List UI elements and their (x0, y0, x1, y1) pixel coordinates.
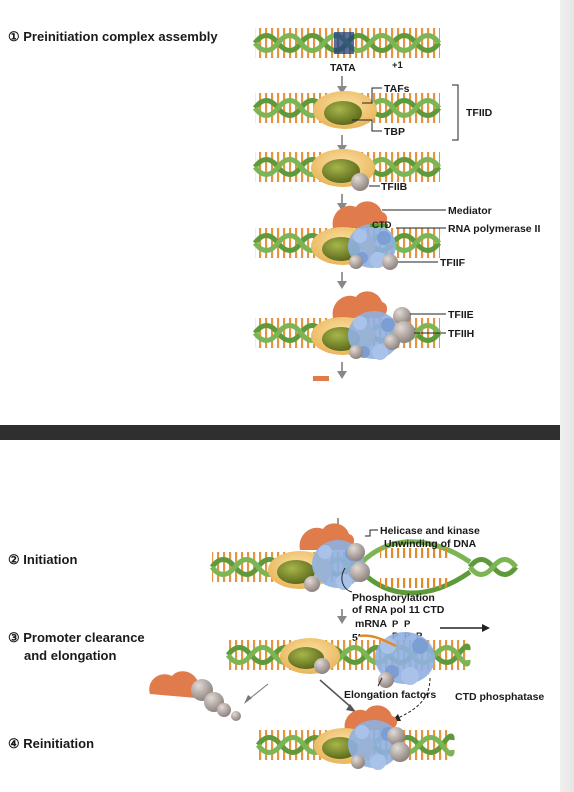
tfiid-bracket (452, 84, 459, 141)
tfiie-label: TFIIE (448, 309, 474, 321)
phospho-label-line1: Phosphorylation (352, 592, 435, 604)
tfiib-shape (351, 173, 369, 191)
phosphate-label-1: P (392, 619, 399, 630)
arrow-down-icon (337, 203, 347, 211)
tfiif-shape (382, 254, 398, 270)
initiation-diagram: ② Initiation ③ Promoter clearance and el… (8, 518, 544, 770)
arrow-down-icon (337, 145, 347, 153)
tfiif-label: TFIIF (440, 257, 466, 269)
rna-polymerase-label: RNA polymerase II (448, 223, 540, 235)
phosphate-label-2: P (404, 619, 411, 630)
step3-title-line2: and elongation (24, 648, 117, 663)
mediator-shape (332, 201, 388, 228)
arrow-down-icon (337, 281, 347, 289)
ctd-label: CTD (372, 220, 392, 231)
arrow-down-icon (337, 371, 347, 379)
phospho-label-line2: of RNA pol 11 CTD (352, 604, 445, 616)
dna-helix-row1 (252, 28, 442, 58)
mrna-label: mRNA (355, 618, 388, 630)
tata-label: TATA (330, 62, 356, 74)
step4-title: ④ Reinitiation (8, 736, 94, 751)
panel-preinitiation: ① Preinitiation complex assembly TATA +1… (0, 0, 560, 381)
arrow-right-icon (482, 624, 490, 632)
rna-polymerase-elongating (359, 632, 435, 685)
panel-initiation: ② Initiation ③ Promoter clearance and el… (0, 440, 560, 792)
released-factors (149, 671, 241, 721)
helicase-label-line2: Unwinding of DNA (384, 538, 477, 550)
ctd-phosphatase-label: CTD phosphatase (455, 691, 544, 703)
five-prime-label: 5′ (352, 632, 361, 644)
preinitiation-diagram: ① Preinitiation complex assembly TATA +1… (8, 28, 540, 381)
page-edge-strip (560, 0, 574, 792)
tfiid-label: TFIID (466, 107, 493, 119)
helicase-label-line1: Helicase and kinase (380, 525, 480, 537)
tbp-shape (324, 101, 362, 125)
step3-title-line1: ③ Promoter clearance (8, 630, 145, 645)
elongation-factor-shape (378, 672, 394, 688)
plus1-label: +1 (392, 60, 404, 71)
elongation-factors-label: Elongation factors (344, 689, 436, 701)
panel-divider (0, 425, 574, 440)
tfiib-label: TFIIB (381, 181, 408, 193)
step2-title: ② Initiation (8, 552, 77, 567)
arrow-down-icon (337, 86, 347, 94)
tfiie-shape (393, 307, 411, 325)
tfiih-label: TFIIH (448, 328, 474, 340)
arrow-down-left-icon (244, 695, 252, 704)
tbp-label: TBP (384, 126, 405, 138)
tafs-label: TAFs (384, 83, 410, 95)
arrow-down-icon (337, 616, 347, 624)
step1-title: ① Preinitiation complex assembly (8, 29, 218, 44)
tata-box (334, 32, 354, 54)
mediator-label: Mediator (448, 205, 492, 217)
arrow-down-right-icon (346, 704, 356, 712)
